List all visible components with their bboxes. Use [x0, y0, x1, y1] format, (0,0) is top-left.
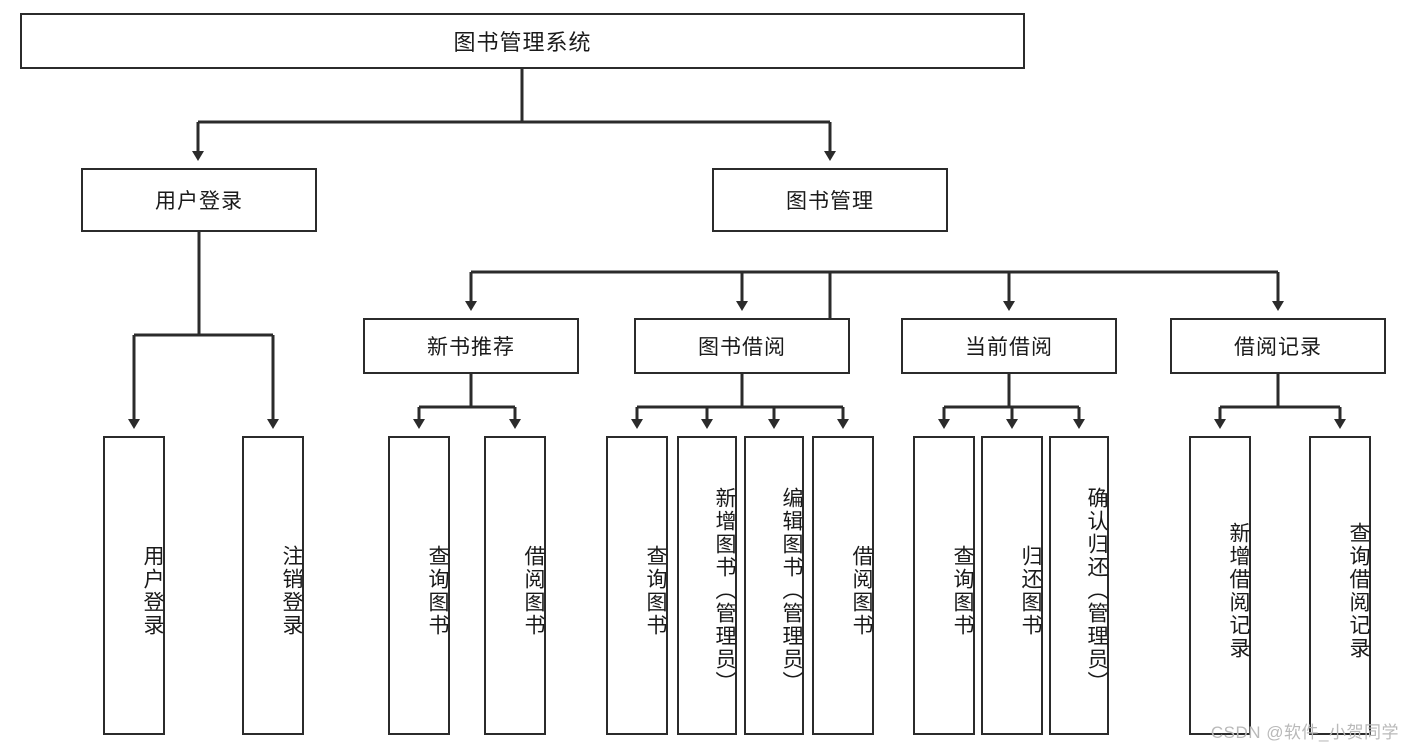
leaf-user-login-label: 用户登录: [141, 544, 164, 637]
leaf-borrow-book-label: 借阅图书: [850, 544, 873, 637]
node-book-management-label: 图书管理: [786, 190, 874, 213]
leaf-confirm-return-admin: 确认归还（管理员）: [1049, 436, 1109, 735]
node-user-login: 用户登录: [81, 168, 317, 232]
node-borrow-record-label: 借阅记录: [1234, 336, 1322, 359]
leaf-query-book-borrow: 查询图书: [606, 436, 668, 735]
node-borrow-record: 借阅记录: [1170, 318, 1386, 374]
node-new-book-recommend: 新书推荐: [363, 318, 579, 374]
watermark: CSDN @软件_小贺同学: [1210, 723, 1399, 742]
node-root-label: 图书管理系统: [453, 30, 592, 55]
leaf-user-login: 用户登录: [103, 436, 165, 735]
node-new-book-recommend-label: 新书推荐: [427, 336, 515, 359]
leaf-query-book-current: 查询图书: [913, 436, 975, 735]
node-user-login-label: 用户登录: [155, 190, 243, 213]
leaf-query-book-borrow-label: 查询图书: [644, 544, 667, 637]
leaf-borrow-book-newbooks: 借阅图书: [484, 436, 546, 735]
leaf-logout-label: 注销登录: [280, 544, 303, 637]
node-book-management: 图书管理: [712, 168, 948, 232]
leaf-borrow-book: 借阅图书: [812, 436, 874, 735]
node-book-borrow: 图书借阅: [634, 318, 850, 374]
leaf-return-book: 归还图书: [981, 436, 1043, 735]
leaf-query-book-newbooks: 查询图书: [388, 436, 450, 735]
leaf-return-book-label: 归还图书: [1019, 544, 1042, 637]
node-current-borrow: 当前借阅: [901, 318, 1117, 374]
node-root: 图书管理系统: [20, 13, 1025, 69]
leaf-confirm-return-admin-label: 确认归还（管理员）: [1085, 487, 1108, 694]
node-book-borrow-label: 图书借阅: [698, 336, 786, 359]
leaf-add-borrow-record: 新增借阅记录: [1189, 436, 1251, 735]
leaf-add-borrow-record-label: 新增借阅记录: [1227, 521, 1250, 660]
leaf-edit-book-admin: 编辑图书（管理员）: [744, 436, 804, 735]
node-current-borrow-label: 当前借阅: [965, 336, 1053, 359]
leaf-query-book-newbooks-label: 查询图书: [426, 544, 449, 637]
leaf-query-borrow-record-label: 查询借阅记录: [1347, 521, 1370, 660]
leaf-query-borrow-record: 查询借阅记录: [1309, 436, 1371, 735]
leaf-add-book-admin-label: 新增图书（管理员）: [713, 487, 736, 694]
leaf-query-book-current-label: 查询图书: [951, 544, 974, 637]
leaf-edit-book-admin-label: 编辑图书（管理员）: [780, 487, 803, 694]
leaf-add-book-admin: 新增图书（管理员）: [677, 436, 737, 735]
leaf-logout: 注销登录: [242, 436, 304, 735]
leaf-borrow-book-newbooks-label: 借阅图书: [522, 544, 545, 637]
